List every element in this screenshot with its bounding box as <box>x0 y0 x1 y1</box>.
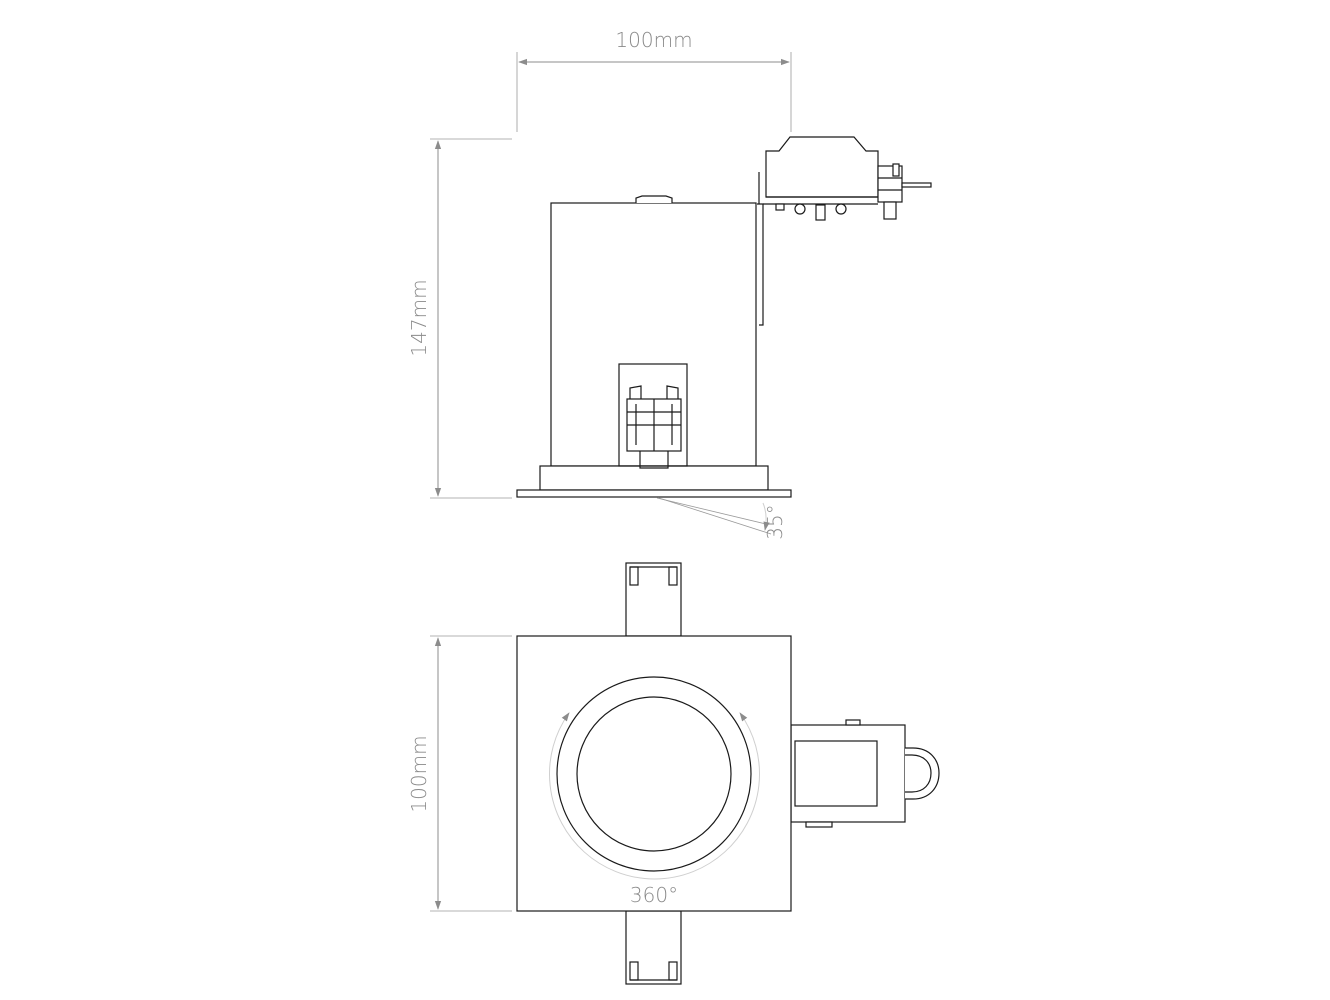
lens <box>576 696 732 852</box>
driver-box <box>765 136 879 198</box>
flange <box>516 489 792 498</box>
driver-screw-2 <box>835 203 847 215</box>
height-dimension-label: 147mm <box>407 279 431 356</box>
top-spring-clip <box>625 562 682 637</box>
tilt-angle-label: 35° <box>763 504 787 539</box>
driver-bracket <box>757 203 764 326</box>
trim-ring <box>539 465 769 491</box>
clip-housing <box>618 363 688 467</box>
square-trim-plate <box>516 635 792 912</box>
top-cap <box>635 195 673 203</box>
width-dimension-label: 100mm <box>615 28 692 52</box>
side-cable-loop <box>905 747 940 800</box>
side-elevation: 100mm 147mm <box>407 28 932 540</box>
outer-ring <box>556 676 752 872</box>
bottom-spring-clip <box>625 910 682 985</box>
rotation-angle-label: 360° <box>630 883 678 907</box>
plan-height-dimension-label: 100mm <box>407 735 431 812</box>
plan-view: 100mm 360° <box>407 562 940 985</box>
driver-screw-1 <box>794 203 806 215</box>
side-driver <box>790 724 906 823</box>
